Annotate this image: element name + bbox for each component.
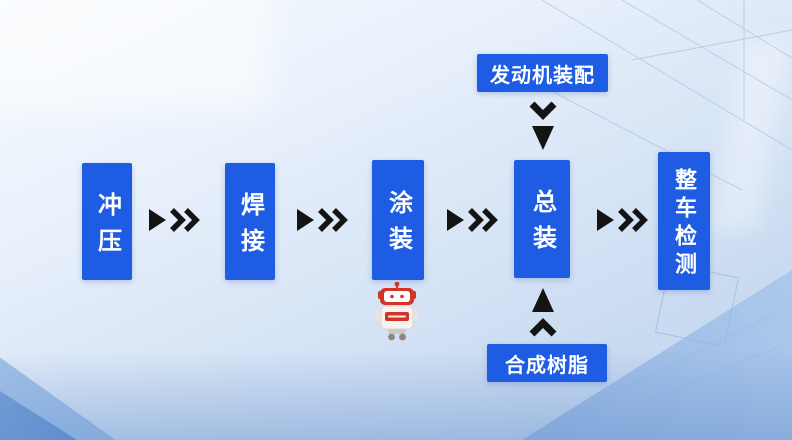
flow-step-welding-label: 焊接: [236, 191, 264, 264]
background-corner-bottom-left: [0, 357, 116, 440]
flow-step-painting: 涂装: [372, 160, 424, 280]
flow-arrow-down-icon: [529, 101, 557, 150]
flow-step-final-assembly: 总装: [514, 160, 570, 278]
flow-arrow-right-icon-2: [297, 208, 348, 232]
input-box-engine-assembly-label: 发动机装配: [490, 64, 595, 87]
flow-step-vehicle-inspection: 整车检测: [658, 152, 710, 290]
flow-step-welding: 焊接: [225, 163, 275, 280]
input-box-synthetic-resin: 合成树脂: [487, 344, 607, 382]
flow-arrow-right-icon-4: [597, 208, 648, 232]
flow-arrow-up-icon: [529, 288, 557, 337]
background-highlight-top-left: [0, 0, 270, 110]
background-highlight-right: [711, 40, 791, 230]
flow-arrow-right-icon-3: [447, 208, 498, 232]
flow-step-stamping-label: 冲压: [93, 191, 121, 264]
input-box-synthetic-resin-label: 合成树脂: [505, 354, 589, 377]
flow-step-vehicle-inspection-label: 整车检测: [672, 168, 697, 280]
flow-step-final-assembly-label: 总装: [528, 189, 556, 261]
flow-step-stamping: 冲压: [82, 163, 132, 280]
background-bottom-band: [0, 350, 792, 440]
robot-mascot-icon: [376, 282, 418, 341]
background-corner-bottom-left-dark: [0, 391, 77, 440]
flow-arrow-right-icon-1: [149, 208, 200, 232]
flow-step-painting-label: 涂装: [384, 190, 412, 262]
input-box-engine-assembly: 发动机装配: [477, 54, 608, 92]
